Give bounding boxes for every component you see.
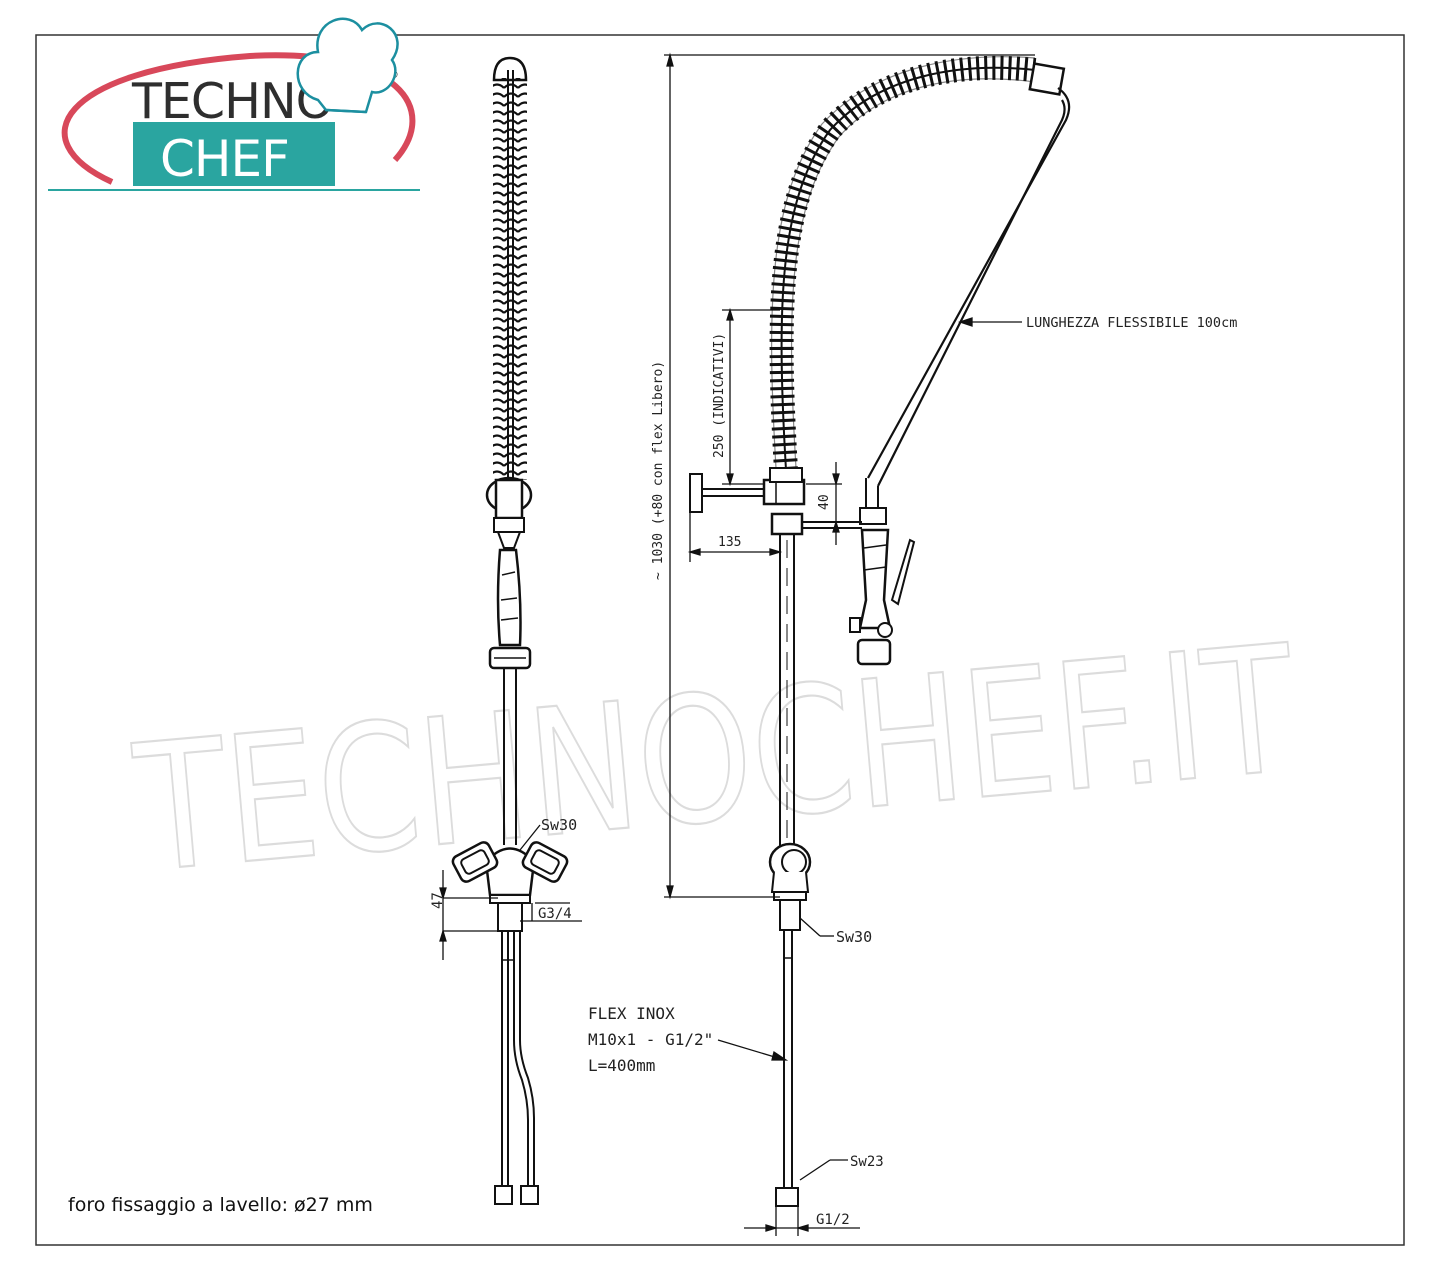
label-sw30-side: Sw30 bbox=[836, 928, 872, 946]
front-view bbox=[451, 56, 569, 1205]
side-top-elbow bbox=[1028, 62, 1066, 96]
label-sw30-front: Sw30 bbox=[541, 816, 577, 834]
label-dim-135: 135 bbox=[718, 535, 741, 550]
front-top-cap bbox=[492, 56, 528, 82]
label-flex-line2: M10x1 - G1/2" bbox=[588, 1030, 713, 1049]
label-total-height: ~ 1030 (+80 con flex Libero) bbox=[651, 361, 666, 580]
front-left-handle bbox=[451, 841, 499, 883]
side-hose-fitting bbox=[775, 1187, 799, 1207]
logo-ring bbox=[61, 52, 416, 185]
logo-text-chef: CHEF bbox=[160, 130, 289, 188]
side-gun-coupler bbox=[859, 507, 887, 525]
front-spray-handle bbox=[496, 548, 522, 647]
label-g12: G1/2 bbox=[816, 1212, 850, 1228]
front-supply-hose-right bbox=[513, 931, 529, 1185]
front-right-handle bbox=[521, 841, 569, 883]
label-flex-line3: L=400mm bbox=[588, 1056, 655, 1075]
front-annotations bbox=[439, 824, 582, 960]
side-gun-holder bbox=[770, 512, 804, 536]
footer-note: foro fissaggio a lavello: ø27 mm bbox=[68, 1194, 373, 1216]
label-g34: G3/4 bbox=[538, 906, 572, 922]
label-flex-line1: FLEX INOX bbox=[588, 1004, 675, 1023]
label-dim-40: 40 bbox=[817, 494, 832, 510]
side-trigger-lever bbox=[890, 538, 916, 606]
side-flexible-hose bbox=[867, 87, 1071, 479]
label-sw23: Sw23 bbox=[850, 1154, 884, 1170]
front-hose-fitting-right bbox=[520, 1185, 539, 1205]
label-dim-47: 47 bbox=[430, 892, 446, 909]
front-hose-fitting-left bbox=[494, 1185, 513, 1205]
label-height-250: 250 (INDICATIVI) bbox=[712, 333, 727, 458]
side-gun-nozzle bbox=[856, 638, 892, 666]
front-coil-spring bbox=[493, 78, 527, 480]
drawing-frame bbox=[35, 34, 1405, 1246]
side-annotations bbox=[664, 52, 1035, 1236]
watermark-text: TECHNOCHEF.IT bbox=[128, 609, 1303, 912]
side-bracket-clamp bbox=[762, 478, 806, 506]
logo-teal-box bbox=[133, 122, 335, 186]
technochef-logo: TECHNO CHEF ® bbox=[48, 17, 420, 191]
side-view bbox=[689, 55, 1071, 1207]
label-hose-length: LUNGHEZZA FLESSIBILE 100cm bbox=[1026, 315, 1237, 331]
side-wall-plate bbox=[689, 473, 703, 513]
chef-hat-icon bbox=[296, 17, 399, 114]
